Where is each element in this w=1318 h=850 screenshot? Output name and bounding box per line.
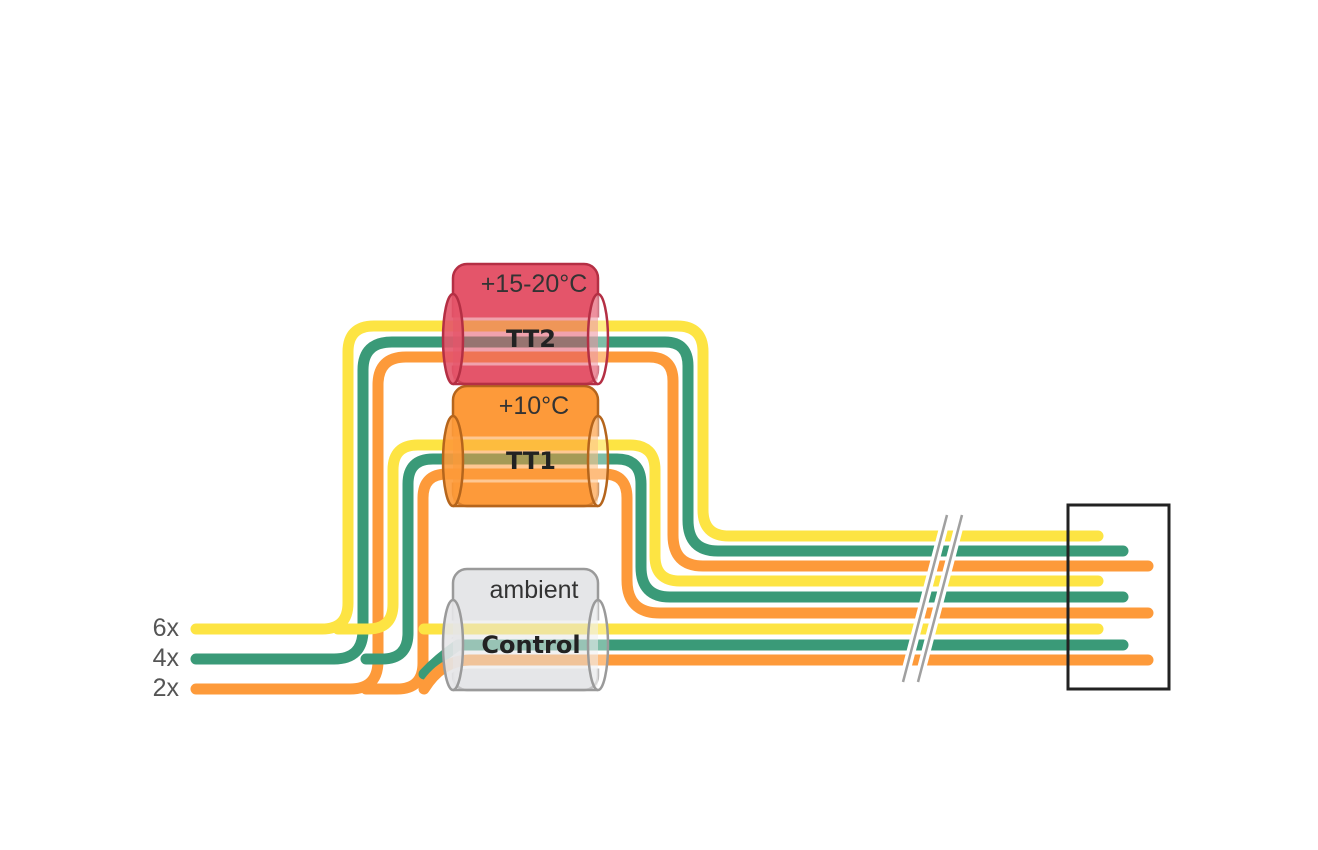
control-chamber <box>441 598 610 692</box>
tt2-chamber <box>441 292 610 386</box>
tt1-name: TT1 <box>506 447 556 475</box>
tt2-temperature: +15-20°C <box>481 270 588 298</box>
wire-count-green: 4x <box>153 644 180 672</box>
wire-count-yellow: 6x <box>153 614 180 642</box>
wire-count-orange: 2x <box>153 674 180 702</box>
tt2-name: TT2 <box>506 325 556 353</box>
control-name: Control <box>481 631 580 659</box>
control-temperature: ambient <box>490 576 579 604</box>
connector-box <box>1066 503 1171 691</box>
tt1-chamber <box>441 414 610 508</box>
tt1-temperature: +10°C <box>499 392 569 420</box>
cable-break-marks <box>898 513 967 684</box>
